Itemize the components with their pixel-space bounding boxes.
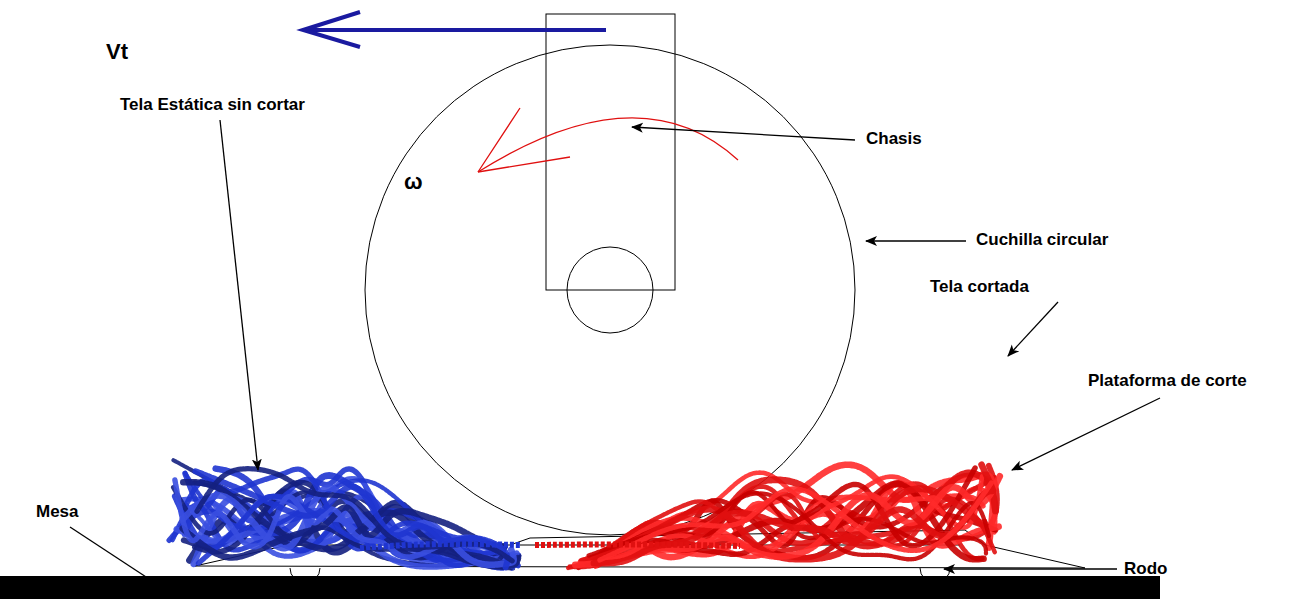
- fabric-strand: [594, 465, 993, 564]
- blade-hub: [567, 247, 653, 333]
- rotation-arrowhead: [478, 108, 570, 172]
- roller: [920, 568, 950, 583]
- velocity-arrow: [305, 28, 606, 32]
- leader-arrow: [1012, 398, 1160, 470]
- velocity-arrowhead: [303, 12, 360, 47]
- table: [0, 576, 1160, 599]
- chassis: [546, 14, 675, 290]
- part-label: Mesa: [36, 503, 79, 522]
- fabric-strand: [600, 483, 992, 560]
- fabric-strand: [535, 544, 740, 546]
- fabric-strand: [360, 544, 520, 548]
- roller: [290, 568, 320, 583]
- part-label: Cuchilla circular: [976, 231, 1108, 250]
- fabric-strand: [183, 507, 505, 557]
- fabric-strand: [195, 471, 507, 567]
- fabric-strand: [183, 482, 518, 565]
- part-label: Plataforma de corte: [1088, 372, 1247, 391]
- uncut-fabric: [169, 460, 520, 568]
- part-label: Rodo: [1124, 560, 1167, 579]
- velocity-label: Vt: [106, 40, 128, 64]
- cut-fabric: [535, 465, 1000, 568]
- leader-arrow: [220, 120, 258, 470]
- angular-velocity-label: ω: [404, 170, 423, 194]
- leader-arrow: [1008, 302, 1058, 356]
- leader-arrow: [866, 240, 966, 241]
- leader-arrow: [632, 127, 855, 140]
- part-label: Tela cortada: [930, 278, 1029, 297]
- rotation-arrow: [478, 118, 738, 172]
- part-label: Chasis: [866, 130, 922, 149]
- leader-line: [70, 527, 172, 594]
- leader-arrow: [944, 568, 1117, 569]
- part-label: Tela Estática sin cortar: [120, 96, 305, 115]
